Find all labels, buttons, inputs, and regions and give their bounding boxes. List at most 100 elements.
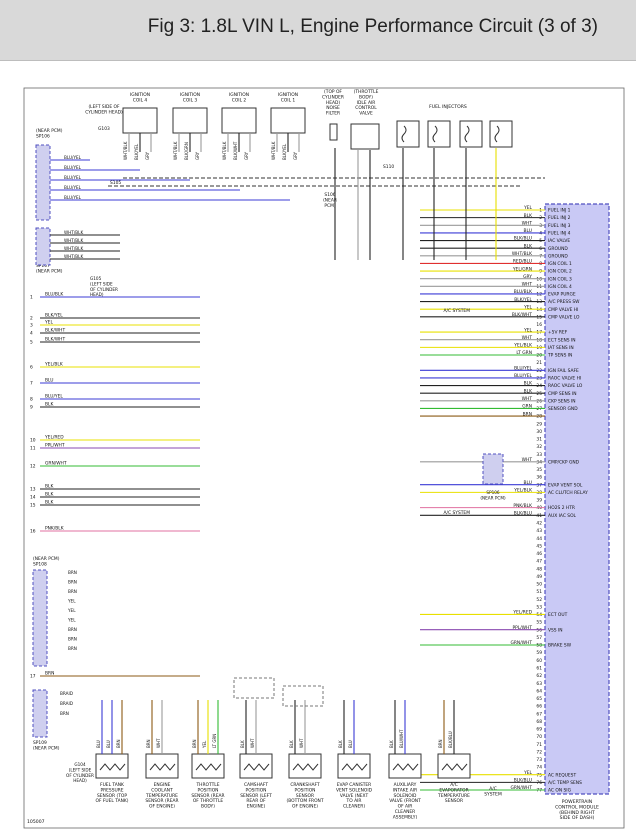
sensor-label: SENSOR (REAR (191, 793, 224, 799)
pcm-pin-function: BRAKE SW (548, 643, 572, 649)
ac-system-label: A/C SYSTEM (444, 308, 471, 314)
pcm-wire-label: BLU/YEL (514, 365, 532, 371)
pcm-pin-number: 70 (536, 734, 542, 740)
pcm-pin-function: +5V REF (548, 330, 568, 336)
sensor-label: A/C (450, 782, 458, 788)
pcm-pin-function: CKP SENS IN (548, 398, 576, 404)
pcm-pin-number: 47 (536, 559, 542, 565)
sp106-label: (NEAR PCM) (36, 128, 63, 134)
pcm-wire-label: YEL/BLK (513, 343, 532, 349)
left-wire-number: 7 (30, 381, 33, 387)
sensor-label: SOLENOID (394, 793, 417, 799)
pcm-pin-number: 46 (536, 551, 542, 557)
left-wire-label: YEL (44, 320, 53, 326)
pcm-wire-label: YEL (523, 205, 532, 211)
pcm-pin-function: EVAP VENT SOL (548, 482, 583, 488)
pcm-pin-number: 56 (536, 627, 542, 633)
left-wire-label: BRN (45, 671, 54, 677)
pcm-pin-number: 55 (536, 620, 542, 626)
pcm-pin-function: RAOC VALVE HI (548, 375, 581, 381)
pcm-pin-number: 64 (536, 688, 542, 694)
pcm-wire-label: BLU/BLK (514, 289, 532, 295)
sensor-symbol (441, 763, 468, 771)
pcm-wire-label: BLK (524, 381, 532, 387)
sensor-symbol (149, 763, 176, 771)
injector-coil-symbol (494, 125, 500, 143)
pcm-pin-number: 59 (536, 650, 542, 656)
pcm-pin-number: 72 (536, 749, 542, 755)
sensor-wire-label: BLK (289, 740, 294, 748)
sp108-row-label: BRN (68, 580, 77, 585)
pcm-wire-label: YEL (523, 770, 532, 776)
pcm-pin-number: 15 (536, 314, 542, 320)
pcm-pin-number: 9 (539, 269, 542, 275)
iac-valve-label: (THROTTLE (354, 89, 379, 95)
sensor-label: TEMPERATURE (145, 793, 178, 799)
ground-g105-label: OF CYLINDER (90, 287, 118, 292)
left-wire-number: 16 (30, 529, 36, 535)
pcm-pin-number: 3 (539, 223, 542, 229)
pcm-pin-number: 41 (536, 513, 542, 519)
pcm-wire-label: WHT (522, 282, 533, 288)
pcm-pin-function: CMP VALVE LO (548, 314, 580, 320)
sensor-label: SENSOR (296, 793, 314, 799)
sensor-label: SENSOR (445, 798, 463, 804)
pcm-wire-label: WHT (522, 457, 533, 463)
ignition-coil-box (122, 107, 158, 134)
ac-system-label: A/C (489, 786, 497, 792)
pcm-pin-function: RAOC VALVE LO (548, 383, 583, 389)
sensor-label: OF FUEL TANK) (96, 798, 129, 804)
pcm-pin-number: 73 (536, 757, 542, 763)
left-wire-number: 3 (30, 323, 33, 329)
sensor-wire-label: BRN (116, 739, 121, 748)
sensor-label: POSITION (295, 787, 316, 793)
injector-coil-symbol (401, 125, 407, 143)
pcm-pin-number: 45 (536, 543, 542, 549)
noise-filter-symbol (329, 123, 338, 141)
fuel-injector-box (459, 120, 483, 148)
pcm-pin-number: 53 (536, 604, 542, 610)
sensor-label: ASSEMBLY) (393, 814, 418, 820)
sp106-row-label: BLU/YEL (64, 175, 82, 180)
pcm-pin-function: IAT SENS IN (548, 345, 574, 351)
sensor-label: POSITION (246, 787, 267, 793)
fuel-injectors-label: FUEL INJECTORS (429, 104, 467, 110)
splice-s110-label: S110 (383, 164, 394, 170)
pcm-wire-label: PPL/WHT (512, 625, 532, 631)
pcm-pin-function: AUX IAC SOL (548, 513, 577, 519)
sensor-label: VENT SOLENOID (336, 787, 373, 793)
sensor-wire-label: BLU (106, 740, 111, 748)
sensor-label: CRANKSHAFT (290, 782, 320, 788)
coil-wire-label: GRY (293, 151, 298, 160)
sensor-label: PRESSURE (100, 787, 123, 793)
pcm-pin-number: 71 (536, 742, 542, 748)
ground-g104-label: OF CYLINDER (66, 773, 94, 778)
left-wire-number: 11 (30, 446, 36, 452)
sensor-symbol (243, 763, 270, 771)
sp106-near-label: SP106 (486, 490, 500, 495)
sensor-label: OF AIR (398, 804, 413, 810)
pcm-pin-function: A/C TEMP SENS (548, 780, 582, 786)
pcm-pin-function: IGN COIL 1 (548, 261, 572, 267)
sensor-label: OF THROTTLE (193, 798, 224, 804)
pcm-wire-label: BLK/YEL (514, 297, 532, 303)
sensor-label: CLEANER (395, 809, 415, 815)
coil-wire-label: GRY (244, 151, 249, 160)
coil-wire-label: BLK/WHT (233, 141, 238, 160)
fuel-injector-box (427, 120, 451, 148)
sensor-symbol (195, 763, 222, 771)
noise-filter-label: (TOP OF (324, 89, 342, 95)
pcm-pin-number: 44 (536, 536, 542, 542)
ac-system-label: A/C SYSTEM (444, 510, 471, 516)
sp107-row-label: WHT/BLK (64, 254, 83, 259)
sp107-row-label: WHT/BLK (64, 246, 83, 251)
left-wire-number: 17 (30, 674, 36, 680)
ignition-coil-label: COIL 3 (183, 97, 198, 103)
sensor-box (437, 753, 471, 779)
coil-wire-label: GRY (145, 151, 150, 160)
coil-location-label: (LEFT SIDE OF (88, 104, 120, 110)
pcm-pin-function: IGN COIL 3 (548, 276, 572, 282)
pcm-pin-number: 32 (536, 444, 542, 450)
pcm-pin-function: CMP/CKP GND (548, 459, 580, 465)
left-wire-number: 5 (30, 340, 33, 346)
